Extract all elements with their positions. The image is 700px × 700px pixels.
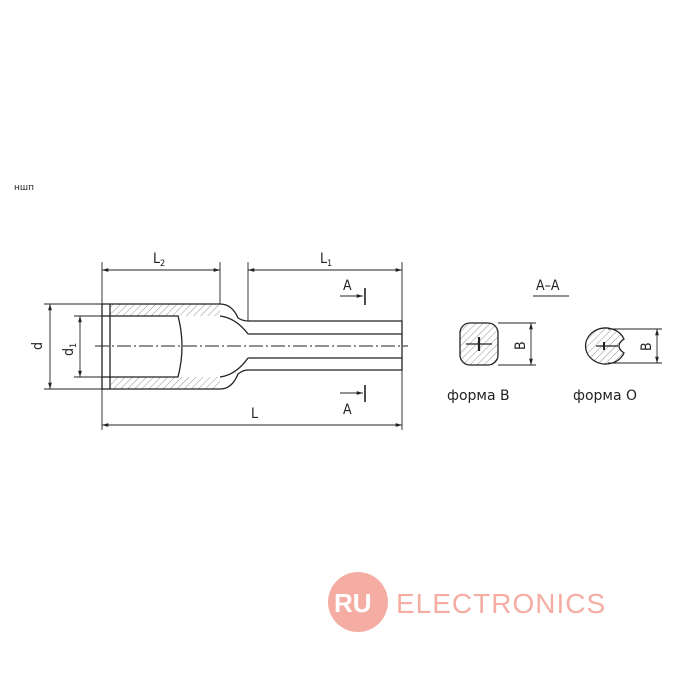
watermark-logo: RU ELECTRONICS: [328, 572, 606, 632]
section-title: А–А: [536, 278, 560, 294]
dim-l1-label: L1: [320, 251, 332, 269]
form-b-dim-label: B: [513, 341, 529, 350]
dim-d1-label: d1: [61, 343, 79, 356]
dim-l-label: L: [251, 406, 258, 422]
dimension-lines: [44, 262, 403, 430]
upper-wall-hatch: [110, 304, 220, 316]
watermark-badge: [328, 572, 388, 632]
ferrule-side-view: [101, 303, 403, 390]
form-b-section: B: [459, 322, 536, 366]
watermark-badge-text: RU: [334, 588, 372, 618]
dim-l2-label: L2: [153, 251, 165, 269]
watermark-word: ELECTRONICS: [396, 588, 606, 619]
section-mark-a-bottom: A: [343, 402, 352, 418]
form-o-section: B: [584, 327, 662, 365]
sleeve-bore: [110, 315, 183, 378]
form-o-caption: форма О: [573, 388, 637, 404]
sleeve-outline: [101, 303, 403, 390]
lower-wall-hatch: [110, 377, 220, 389]
form-o-dim-label: B: [639, 342, 655, 351]
section-mark-a-top: A: [343, 278, 352, 294]
form-b-caption: форма В: [447, 388, 510, 404]
dim-d-label: d: [30, 342, 46, 350]
series-label: ншп: [14, 183, 35, 193]
